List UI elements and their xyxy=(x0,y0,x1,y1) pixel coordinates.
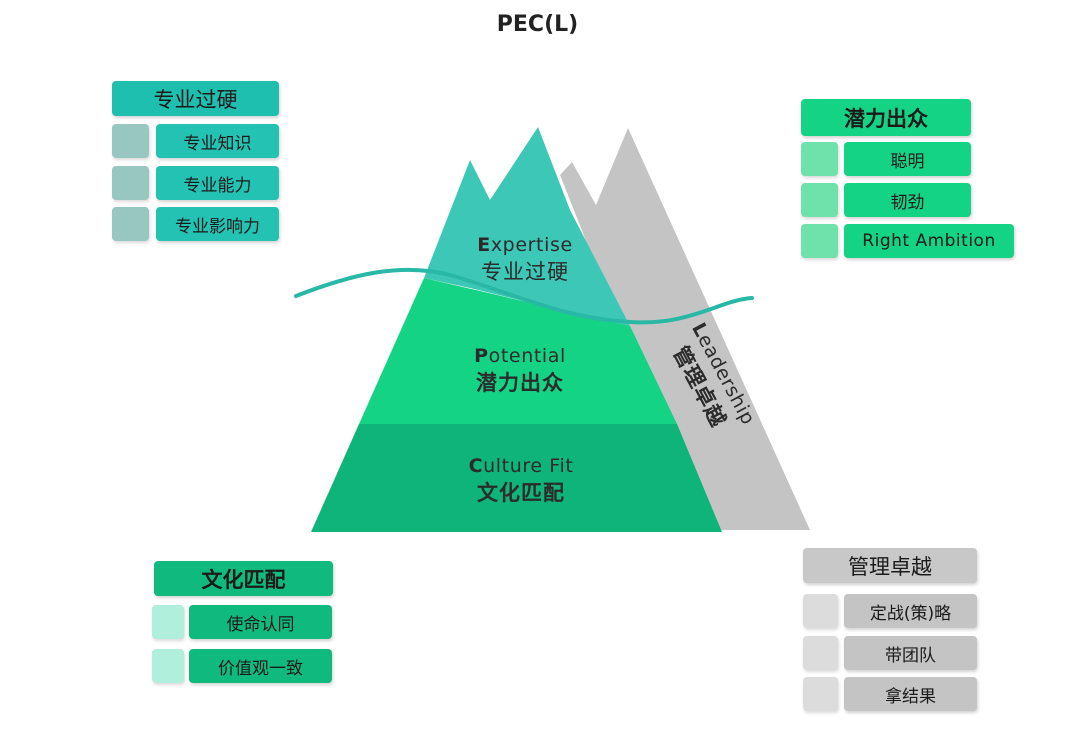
potential-item-marker xyxy=(801,183,838,217)
potential-panel-header: 潜力出众 xyxy=(801,99,971,136)
leadership-item-marker xyxy=(803,636,838,670)
water-line xyxy=(294,267,754,325)
expertise-item-marker xyxy=(112,124,149,158)
culture-item-mission: 使命认同 xyxy=(189,605,332,639)
expertise-item-ability: 专业能力 xyxy=(156,166,279,200)
leadership-item-team: 带团队 xyxy=(844,636,977,670)
expertise-item-marker xyxy=(112,166,149,200)
leadership-mountain xyxy=(560,128,810,530)
potential-item-smart: 聪明 xyxy=(844,142,971,176)
potential-item-grit: 韧劲 xyxy=(844,183,971,217)
culture-item-values: 价值观一致 xyxy=(189,649,332,683)
culture-item-marker xyxy=(152,649,184,683)
leadership-item-marker xyxy=(803,677,838,711)
potential-item-marker xyxy=(801,224,838,258)
page-title: PEC(L) xyxy=(496,12,579,37)
expertise-panel-header: 专业过硬 xyxy=(112,81,279,116)
culture-panel-header: 文化匹配 xyxy=(154,561,333,596)
leadership-item-results: 拿结果 xyxy=(844,677,977,711)
culture-label: Culture Fit 文化匹配 xyxy=(468,455,574,505)
leadership-panel-header: 管理卓越 xyxy=(803,548,977,583)
potential-item-ambition: Right Ambition xyxy=(844,224,1014,258)
potential-item-marker xyxy=(801,142,838,176)
expertise-label: Expertise 专业过硬 xyxy=(477,234,573,284)
expertise-item-knowledge: 专业知识 xyxy=(156,124,279,158)
culture-item-marker xyxy=(152,605,184,639)
expertise-layer xyxy=(424,127,630,326)
expertise-item-influence: 专业影响力 xyxy=(156,207,279,241)
potential-label: Potential 潜力出众 xyxy=(474,345,566,395)
leadership-item-marker xyxy=(803,594,838,628)
leadership-item-strategy: 定战(策)略 xyxy=(844,594,977,628)
culture-layer xyxy=(311,424,722,532)
expertise-item-marker xyxy=(112,207,149,241)
potential-layer xyxy=(359,278,677,424)
